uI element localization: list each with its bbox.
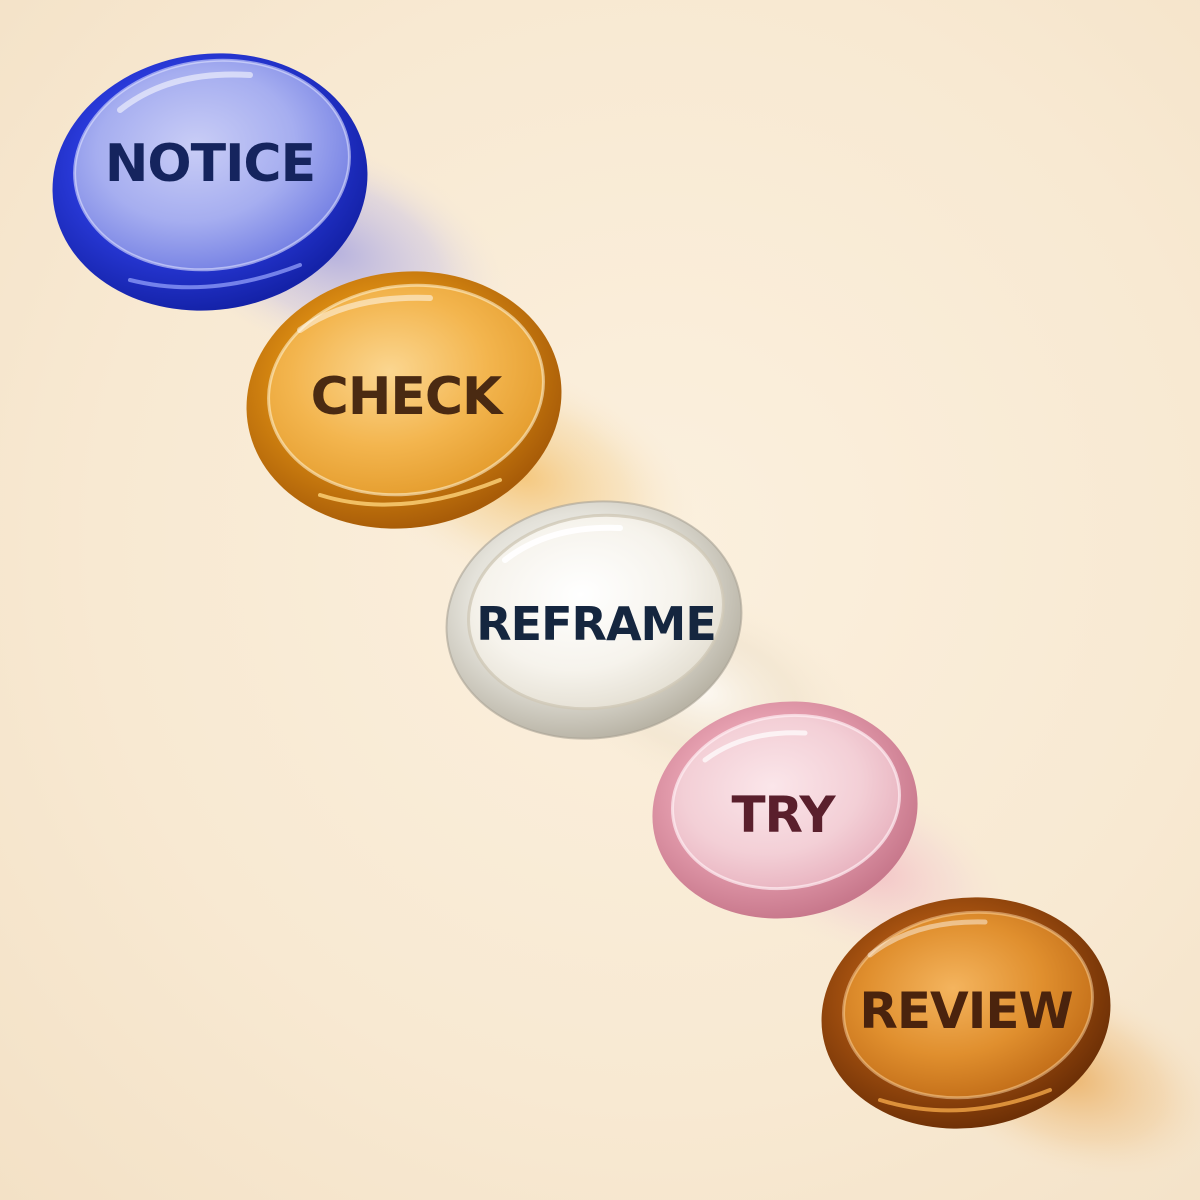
reframe-label: REFRAME	[476, 597, 716, 651]
try-label: TRY	[731, 786, 835, 844]
reframe-stone	[445, 500, 743, 740]
review-stone	[821, 897, 1111, 1129]
notice-stone	[52, 53, 368, 311]
notice-label: NOTICE	[104, 134, 316, 194]
try-stone	[652, 701, 918, 919]
review-label: REVIEW	[859, 982, 1073, 1040]
check-stone	[246, 271, 562, 529]
check-label: CHECK	[310, 367, 503, 427]
